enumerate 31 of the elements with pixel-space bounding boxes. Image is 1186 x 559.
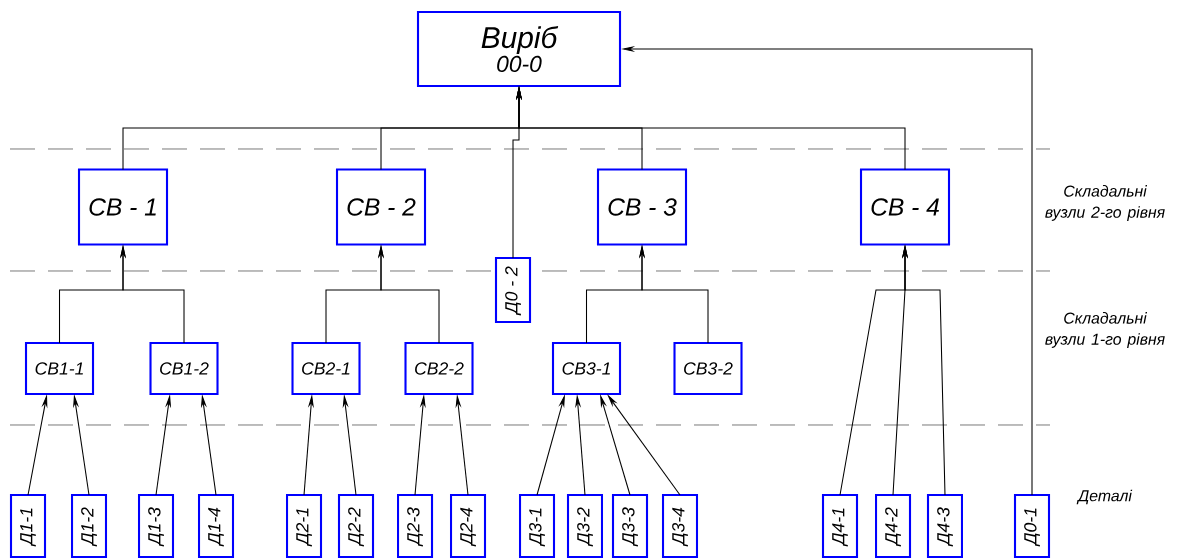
part-box: Д4-1 <box>821 493 859 559</box>
assembly-box: СВ3-2 <box>673 341 743 396</box>
part-box: Д1-4 <box>197 493 235 559</box>
part-box: Д1-1 <box>9 493 47 559</box>
level-label: Складальні вузли 1-го рівня <box>1045 312 1165 348</box>
assembly-box: СВ - 2 <box>335 168 427 246</box>
part-box: Д2-2 <box>337 493 375 559</box>
assembly-box: СВ - 3 <box>596 168 688 246</box>
part-box: Д3-3 <box>611 493 649 559</box>
assembly-box: СВ1-1 <box>24 341 95 396</box>
assembly-box: СВ3-1 <box>551 341 622 396</box>
part-box: Д1-3 <box>137 493 175 559</box>
level-label: Складальні вузли 2-го рівня <box>1045 185 1165 221</box>
part-box: Д4-3 <box>926 493 964 559</box>
assembly-box: СВ - 1 <box>77 168 169 246</box>
assembly-box: СВ1-2 <box>149 341 219 396</box>
part-box: Д2-3 <box>396 493 434 559</box>
part-box: Д0-1 <box>1013 493 1051 559</box>
assembly-box: СВ2-1 <box>291 341 361 396</box>
part-box: Д1-2 <box>70 493 108 559</box>
part-box: Д3-2 <box>566 493 604 559</box>
assembly-box: СВ - 4 <box>859 168 951 246</box>
assembly-box: СВ2-2 <box>404 341 474 396</box>
level-label: Деталі <box>1076 489 1133 505</box>
part-box: Д3-1 <box>518 493 556 559</box>
part-box: Д2-1 <box>285 493 323 559</box>
part-box: Д2-4 <box>449 493 487 559</box>
part-box: Д0 - 2 <box>494 256 532 324</box>
part-box: Д4-2 <box>874 493 912 559</box>
product-box: Виріб 00-0 <box>416 10 622 88</box>
part-box: Д3-4 <box>661 493 699 559</box>
